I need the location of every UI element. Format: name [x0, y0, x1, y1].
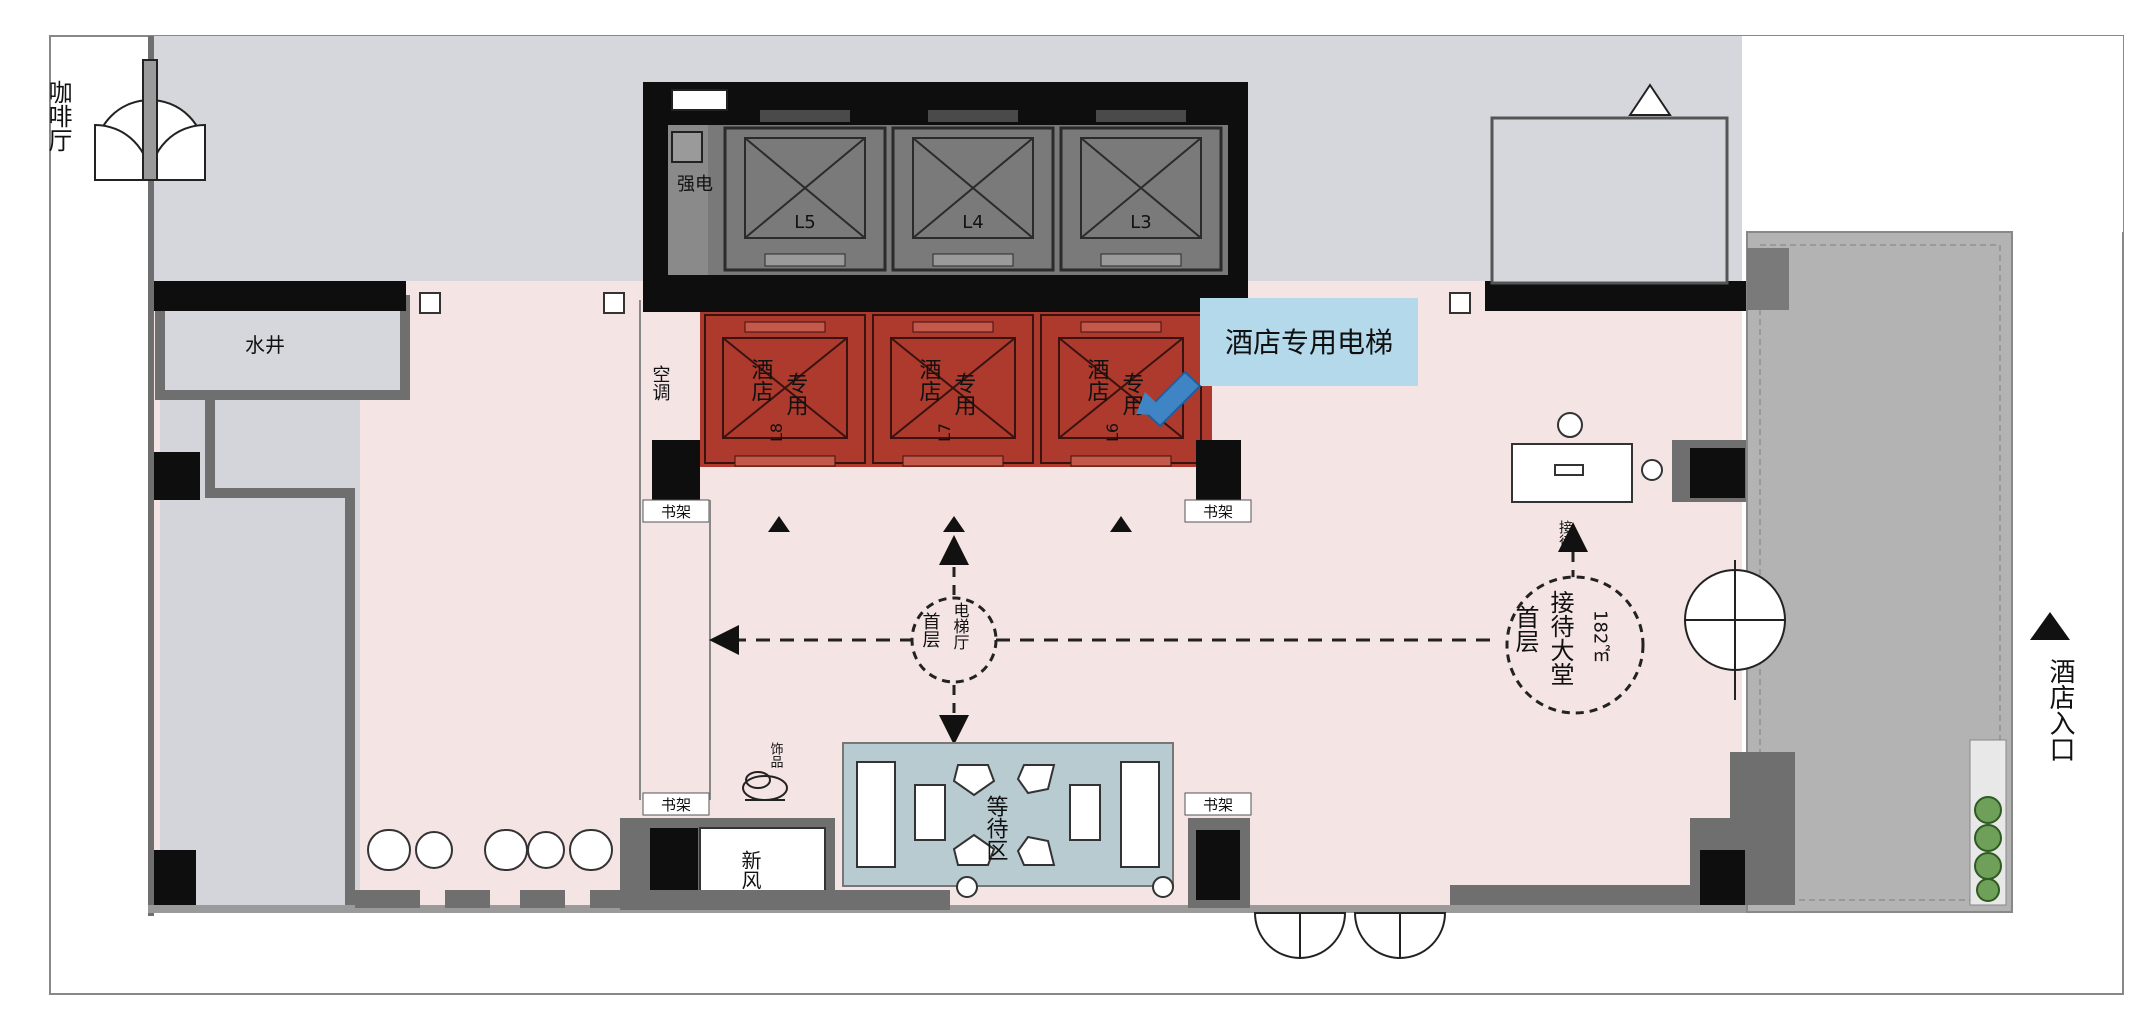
- bookshelf-right-bottom-label: 书架: [1203, 796, 1233, 814]
- hotel-elevator-l7-label2: 专用: [951, 372, 977, 416]
- top-wall-right: [1485, 281, 1747, 311]
- lobby-line2: 接待大堂: [1546, 590, 1574, 686]
- top-wall-left: [148, 281, 406, 311]
- elevator-l4-label: L4: [962, 212, 983, 233]
- decor-icon: [742, 771, 788, 801]
- callout-label: 酒店专用电梯: [1225, 326, 1393, 359]
- top-right-room: [1490, 116, 1729, 285]
- top-right-door-icon: [1628, 83, 1672, 116]
- hotel-entrance-label: 酒店入口: [2045, 658, 2075, 762]
- reception-label: 接待: [1557, 519, 1573, 549]
- elevator-l3: L3: [1059, 110, 1223, 272]
- fresh-air-bottom-wall: [650, 890, 950, 910]
- pillar-right-of-hotel-elevators: [1196, 440, 1241, 500]
- elevator-l4: L4: [891, 110, 1055, 272]
- hotel-elevator-l7-id: L7: [935, 423, 954, 442]
- bookshelf-left-bottom: [642, 792, 710, 816]
- bar-stool-icons: [367, 829, 613, 871]
- reception-lamp-icon: [1641, 459, 1663, 481]
- lobby-area: 182㎡: [1590, 610, 1611, 662]
- elevator-hall-marker: [910, 596, 998, 684]
- bottom-door-icons: [1253, 912, 1447, 960]
- hotel-elevator-l8-label1: 酒店: [748, 358, 774, 402]
- left-pillar-1: [148, 452, 200, 500]
- elevator-hall-line1: 首层: [920, 612, 941, 648]
- waiting-sofa-icons: [856, 761, 1160, 868]
- regular-elevators: L5 L4 L3: [723, 110, 1223, 272]
- cafe-label: 咖啡厅: [44, 80, 72, 152]
- revolving-door-icon: [1683, 560, 1787, 700]
- bottom-right-bookshelf-core: [1196, 830, 1240, 900]
- hotel-elevator-l6-label1: 酒店: [1084, 358, 1110, 402]
- left-pillar-2: [148, 850, 196, 905]
- outer-left-wall: [148, 36, 154, 916]
- hotel-elevators: 酒店 专用 L8 酒店 专用 L7 酒店 专用 L6: [704, 314, 1202, 467]
- bottom-left-steps: [355, 890, 635, 908]
- hotel-elevator-l8-label2: 专用: [783, 372, 809, 416]
- bookshelf-right-bottom: [1184, 792, 1252, 816]
- decor-label: 饰品: [768, 742, 784, 768]
- right-pillar-top-core: [1690, 448, 1745, 498]
- waiting-chair-icons: [952, 764, 1056, 866]
- planter-plant-icons: [1974, 796, 2002, 902]
- pillar-left-of-hotel-elevators: [652, 440, 700, 500]
- water-shaft-room: [155, 295, 410, 400]
- entrance-top-block: [1747, 248, 1789, 310]
- bookshelf-right-top: [1184, 499, 1252, 523]
- top-electric-box-icon: [671, 89, 728, 111]
- water-shaft-label: 水井: [245, 333, 285, 357]
- hotel-elevator-l8: 酒店 专用 L8: [704, 314, 866, 467]
- hotel-elevator-l7-label1: 酒店: [916, 358, 942, 402]
- hotel-elevator-l7: 酒店 专用 L7: [872, 314, 1034, 467]
- hotel-entrance-arrow-icon: [2030, 612, 2070, 640]
- waiting-lamp-right-icon: [1152, 876, 1174, 898]
- elevator-l5: L5: [723, 110, 887, 272]
- outlet-icons: [419, 292, 1471, 314]
- hotel-elevator-l8-id: L8: [767, 423, 786, 442]
- hotel-elevator-l6-id: L6: [1103, 423, 1122, 442]
- waiting-area-rug: [842, 742, 1174, 887]
- callout-box: [1200, 298, 1418, 386]
- direction-triangles: [768, 516, 1132, 532]
- elevator-l3-label: L3: [1130, 212, 1151, 233]
- strong-power-cabinet-icon: [671, 131, 703, 163]
- elevator-l5-label: L5: [794, 212, 815, 233]
- cafe-door-icon: [93, 59, 207, 181]
- waiting-area-label: 等待区: [983, 795, 1009, 861]
- lobby-marker: [1505, 575, 1645, 715]
- strong-power-label: 强电: [677, 174, 713, 195]
- callout-arrow-head-icon: [1136, 392, 1170, 416]
- entrance-zone-inner: [1759, 244, 2001, 901]
- lobby-bottom-right-pillar: [1700, 850, 1745, 905]
- waiting-lamp-left-icon: [956, 876, 978, 898]
- bookshelf-right-top-label: 书架: [1203, 503, 1233, 521]
- reception-chair-icon: [1557, 412, 1583, 438]
- bookshelf-left-top-label: 书架: [661, 503, 691, 521]
- exterior-zone: [1742, 36, 2123, 232]
- bookshelf-left-bottom-label: 书架: [661, 796, 691, 814]
- lobby-line1: 首层: [1511, 605, 1539, 653]
- reception-computer-icon: [1554, 464, 1584, 476]
- ac-label: 空调: [650, 365, 671, 402]
- elevator-hall-line2: 电梯厅: [951, 602, 970, 650]
